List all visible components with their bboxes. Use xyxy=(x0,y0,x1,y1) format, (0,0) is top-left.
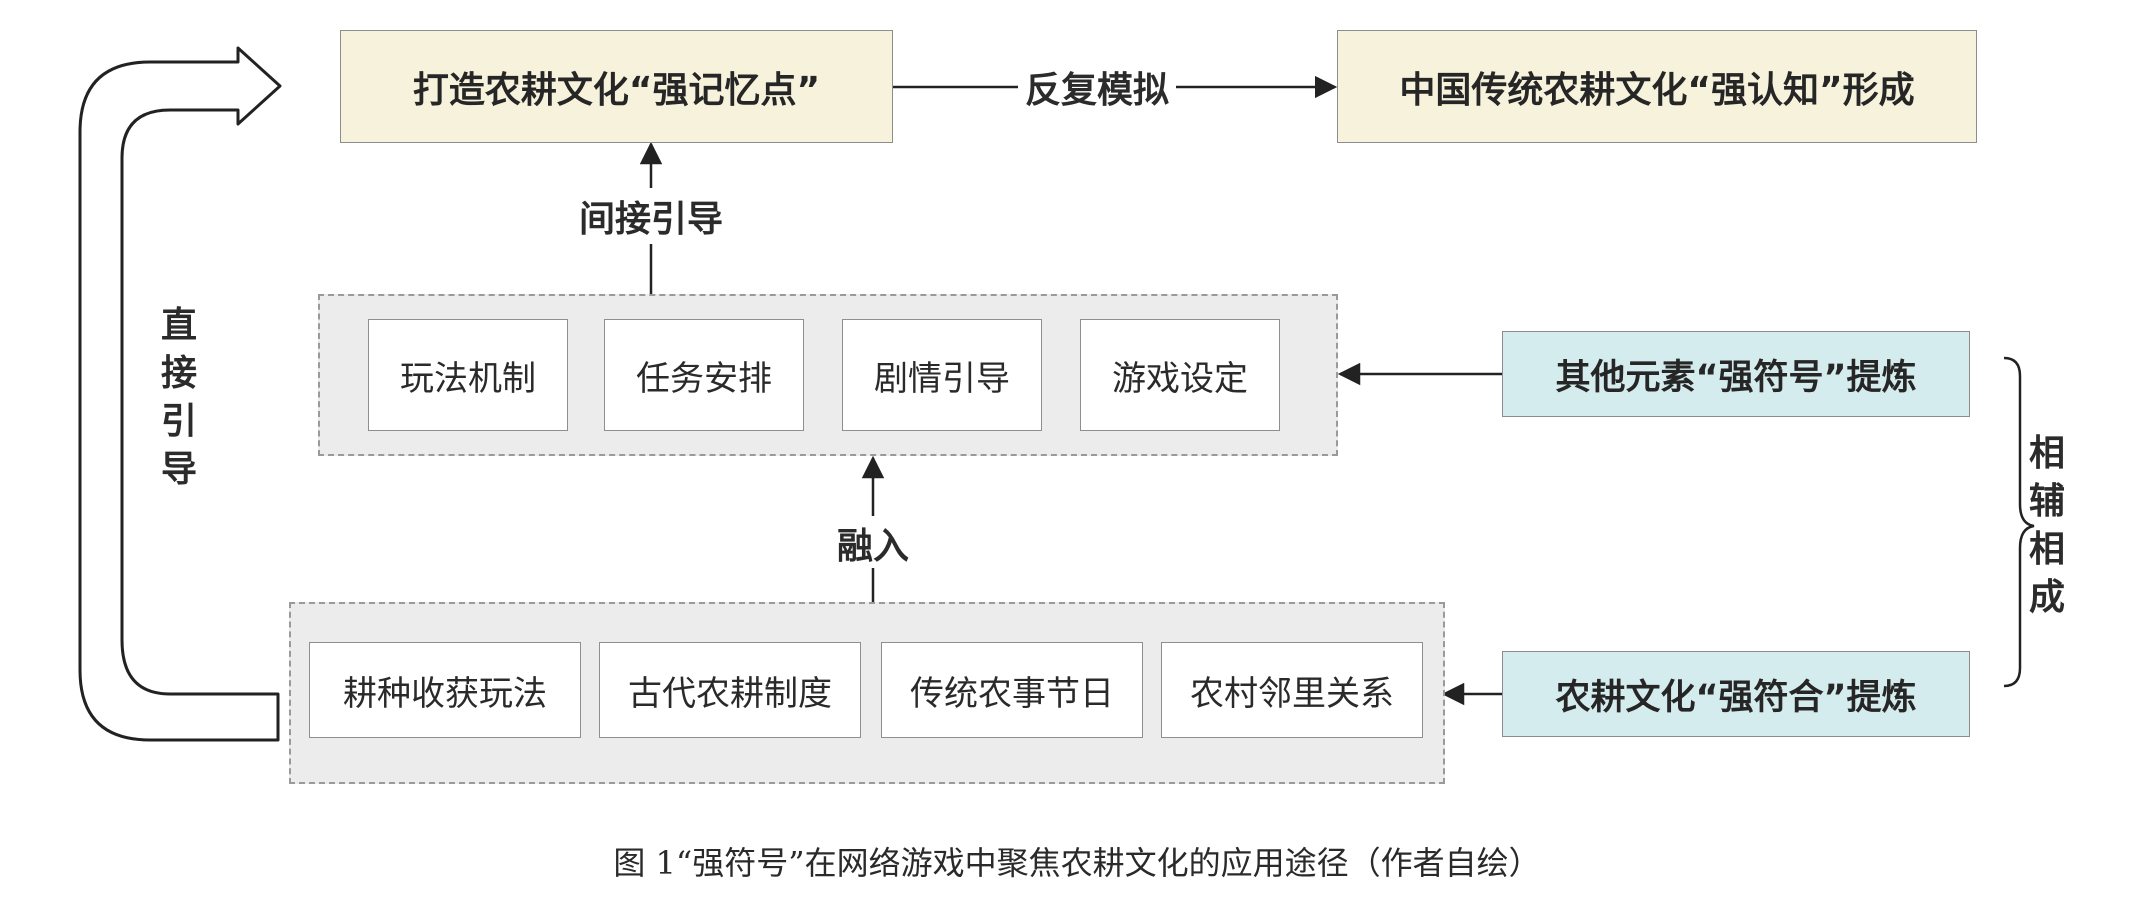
complement-char: 相 xyxy=(2028,433,2065,474)
indirect-guide-label: 间接引导 xyxy=(578,199,723,240)
fit-extraction-box: 农耕文化“强符合”提炼 xyxy=(1502,651,1970,737)
complement-brace xyxy=(2003,356,2035,688)
figure-caption: 图 1“强符号”在网络游戏中聚焦农耕文化的应用途径（作者自绘） xyxy=(613,844,1541,882)
direct-guide-arrow xyxy=(78,46,282,742)
complement-char: 辅 xyxy=(2028,481,2065,522)
direct-guide-label: 直 接 引 导 xyxy=(156,302,202,502)
symbol-extraction-box: 其他元素“强符号”提炼 xyxy=(1502,331,1970,417)
game-element-gameplay: 玩法机制 xyxy=(368,319,568,431)
direct-guide-char: 直 xyxy=(160,305,197,346)
repeat-simulation-label: 反复模拟 xyxy=(1024,70,1169,111)
complement-char: 成 xyxy=(2028,577,2065,618)
farm-element-cultivation: 耕种收获玩法 xyxy=(309,642,581,738)
farm-element-system: 古代农耕制度 xyxy=(599,642,861,738)
direct-guide-char: 引 xyxy=(160,401,197,442)
game-element-tasks: 任务安排 xyxy=(604,319,804,431)
integrate-label: 融入 xyxy=(836,526,909,567)
farm-element-festival: 传统农事节日 xyxy=(881,642,1143,738)
cognition-box: 中国传统农耕文化“强认知”形成 xyxy=(1337,30,1977,143)
memory-point-box: 打造农耕文化“强记忆点” xyxy=(340,30,893,143)
direct-guide-char: 接 xyxy=(160,353,197,394)
complement-label: 相 辅 相 成 xyxy=(2024,430,2070,630)
farm-element-neighbors: 农村邻里关系 xyxy=(1161,642,1423,738)
game-element-settings: 游戏设定 xyxy=(1080,319,1280,431)
direct-guide-char: 导 xyxy=(160,449,197,490)
game-element-story: 剧情引导 xyxy=(842,319,1042,431)
complement-char: 相 xyxy=(2028,529,2065,570)
